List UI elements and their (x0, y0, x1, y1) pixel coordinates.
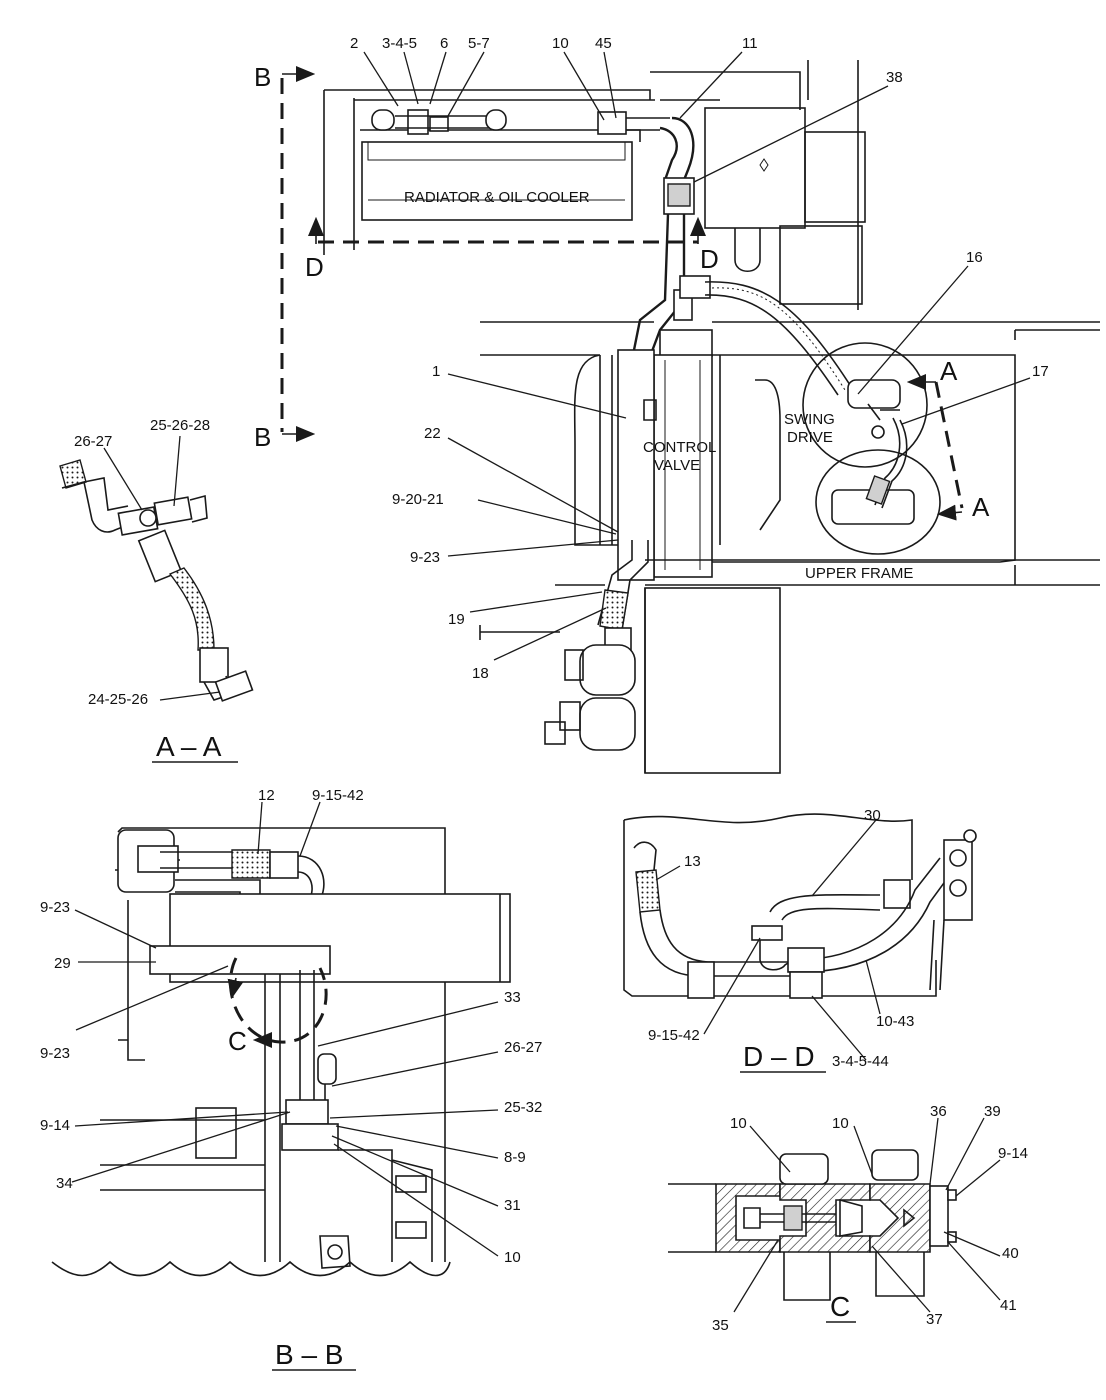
section-a-a: 25-26-28 26-27 24-25-26 A – A (59, 417, 254, 763)
pump-assembly (479, 540, 781, 774)
callout-38: 38 (886, 69, 903, 86)
callout-2: 2 (350, 35, 358, 52)
callout-18: 18 (472, 665, 489, 682)
marker-b-top: B (254, 62, 271, 92)
section-d-d: 30 13 9-15-42 10-43 3-4-5-44 D – D (623, 807, 977, 1073)
callout-33: 33 (504, 989, 521, 1006)
callout-9-15-42: 9-15-42 (312, 787, 364, 804)
engine-outline (704, 60, 866, 310)
section-c-title: C (830, 1291, 850, 1322)
section-a-title: A – A (156, 731, 222, 762)
callout-c-10-b: 10 (832, 1115, 849, 1132)
radiator-oil-cooler (323, 71, 801, 255)
callout-1: 1 (432, 363, 440, 380)
callout-30: 30 (864, 807, 881, 824)
callout-8-9: 8-9 (504, 1149, 526, 1166)
main-view: B B D D A A RADIATOR & OIL COOLER SWING … (254, 35, 1100, 774)
upper-frame (480, 321, 1100, 586)
swing-drive (802, 342, 941, 555)
callout-b-9-23-a: 9-23 (40, 899, 70, 916)
callout-9-23: 9-23 (410, 549, 440, 566)
callout-10-43: 10-43 (876, 1013, 914, 1030)
callout-c-9-14: 9-14 (998, 1145, 1028, 1162)
section-line-d: D D (305, 216, 719, 282)
callout-11: 11 (742, 35, 758, 52)
swing-drive-label-2: DRIVE (787, 429, 833, 446)
callout-9-14: 9-14 (40, 1117, 70, 1134)
callout-40: 40 (1002, 1245, 1019, 1262)
callout-31: 31 (504, 1197, 521, 1214)
section-c: 10 10 36 39 9-14 40 41 35 37 C (668, 1103, 1028, 1334)
callout-9-20-21: 9-20-21 (392, 491, 444, 508)
callout-34: 34 (56, 1175, 73, 1192)
callout-3-4-5: 3-4-5 (382, 35, 417, 52)
section-b-title: B – B (275, 1339, 343, 1370)
control-valve-label-1: CONTROL (643, 439, 716, 456)
callout-39: 39 (984, 1103, 1001, 1120)
callout-d-9-15-42: 9-15-42 (648, 1027, 700, 1044)
hose-16 (679, 275, 851, 396)
marker-b-bottom: B (254, 422, 271, 452)
callout-10: 10 (552, 35, 569, 52)
callout-19: 19 (448, 611, 465, 628)
callout-6: 6 (440, 35, 448, 52)
callout-16: 16 (966, 249, 983, 266)
callout-12: 12 (258, 787, 275, 804)
callout-3-4-5-44: 3-4-5-44 (832, 1053, 889, 1070)
callout-26-27: 26-27 (504, 1039, 542, 1056)
callout-13: 13 (684, 853, 701, 870)
upper-frame-label: UPPER FRAME (805, 565, 913, 582)
callout-b-10: 10 (504, 1249, 521, 1266)
callout-25-26-28: 25-26-28 (150, 417, 210, 434)
callout-22: 22 (424, 425, 441, 442)
callout-24-25-26: 24-25-26 (88, 691, 148, 708)
section-line-a: A A (906, 356, 990, 522)
callout-25-32: 25-32 (504, 1099, 542, 1116)
section-line-b: B B (254, 62, 316, 452)
marker-d-right: D (700, 244, 719, 274)
callout-36: 36 (930, 1103, 947, 1120)
callout-5-7: 5-7 (468, 35, 490, 52)
callout-45: 45 (595, 35, 612, 52)
marker-a-bottom: A (972, 492, 990, 522)
marker-d-left: D (305, 252, 324, 282)
callout-41: 41 (1000, 1297, 1017, 1314)
callout-37: 37 (926, 1311, 943, 1328)
callout-26-27: 26-27 (74, 433, 112, 450)
main-callouts: 2 3-4-5 6 5-7 10 45 11 38 16 17 1 22 9-2… (350, 35, 1049, 682)
marker-c: C (228, 1026, 247, 1056)
swing-drive-label-1: SWING (784, 411, 835, 428)
callout-35: 35 (712, 1317, 729, 1334)
section-d-title: D – D (743, 1041, 815, 1072)
callout-b-9-23-b: 9-23 (40, 1045, 70, 1062)
callout-c-10-a: 10 (730, 1115, 747, 1132)
radiator-label: RADIATOR & OIL COOLER (404, 189, 590, 206)
callout-29: 29 (54, 955, 71, 972)
hose-line-1 (630, 116, 713, 540)
marker-a-top: A (940, 356, 958, 386)
control-valve-label-2: VALVE (654, 457, 700, 474)
section-b-b: C 12 9-15-42 9-23 29 9-23 33 26-27 25-32 (40, 787, 542, 1371)
callout-17: 17 (1032, 363, 1049, 380)
